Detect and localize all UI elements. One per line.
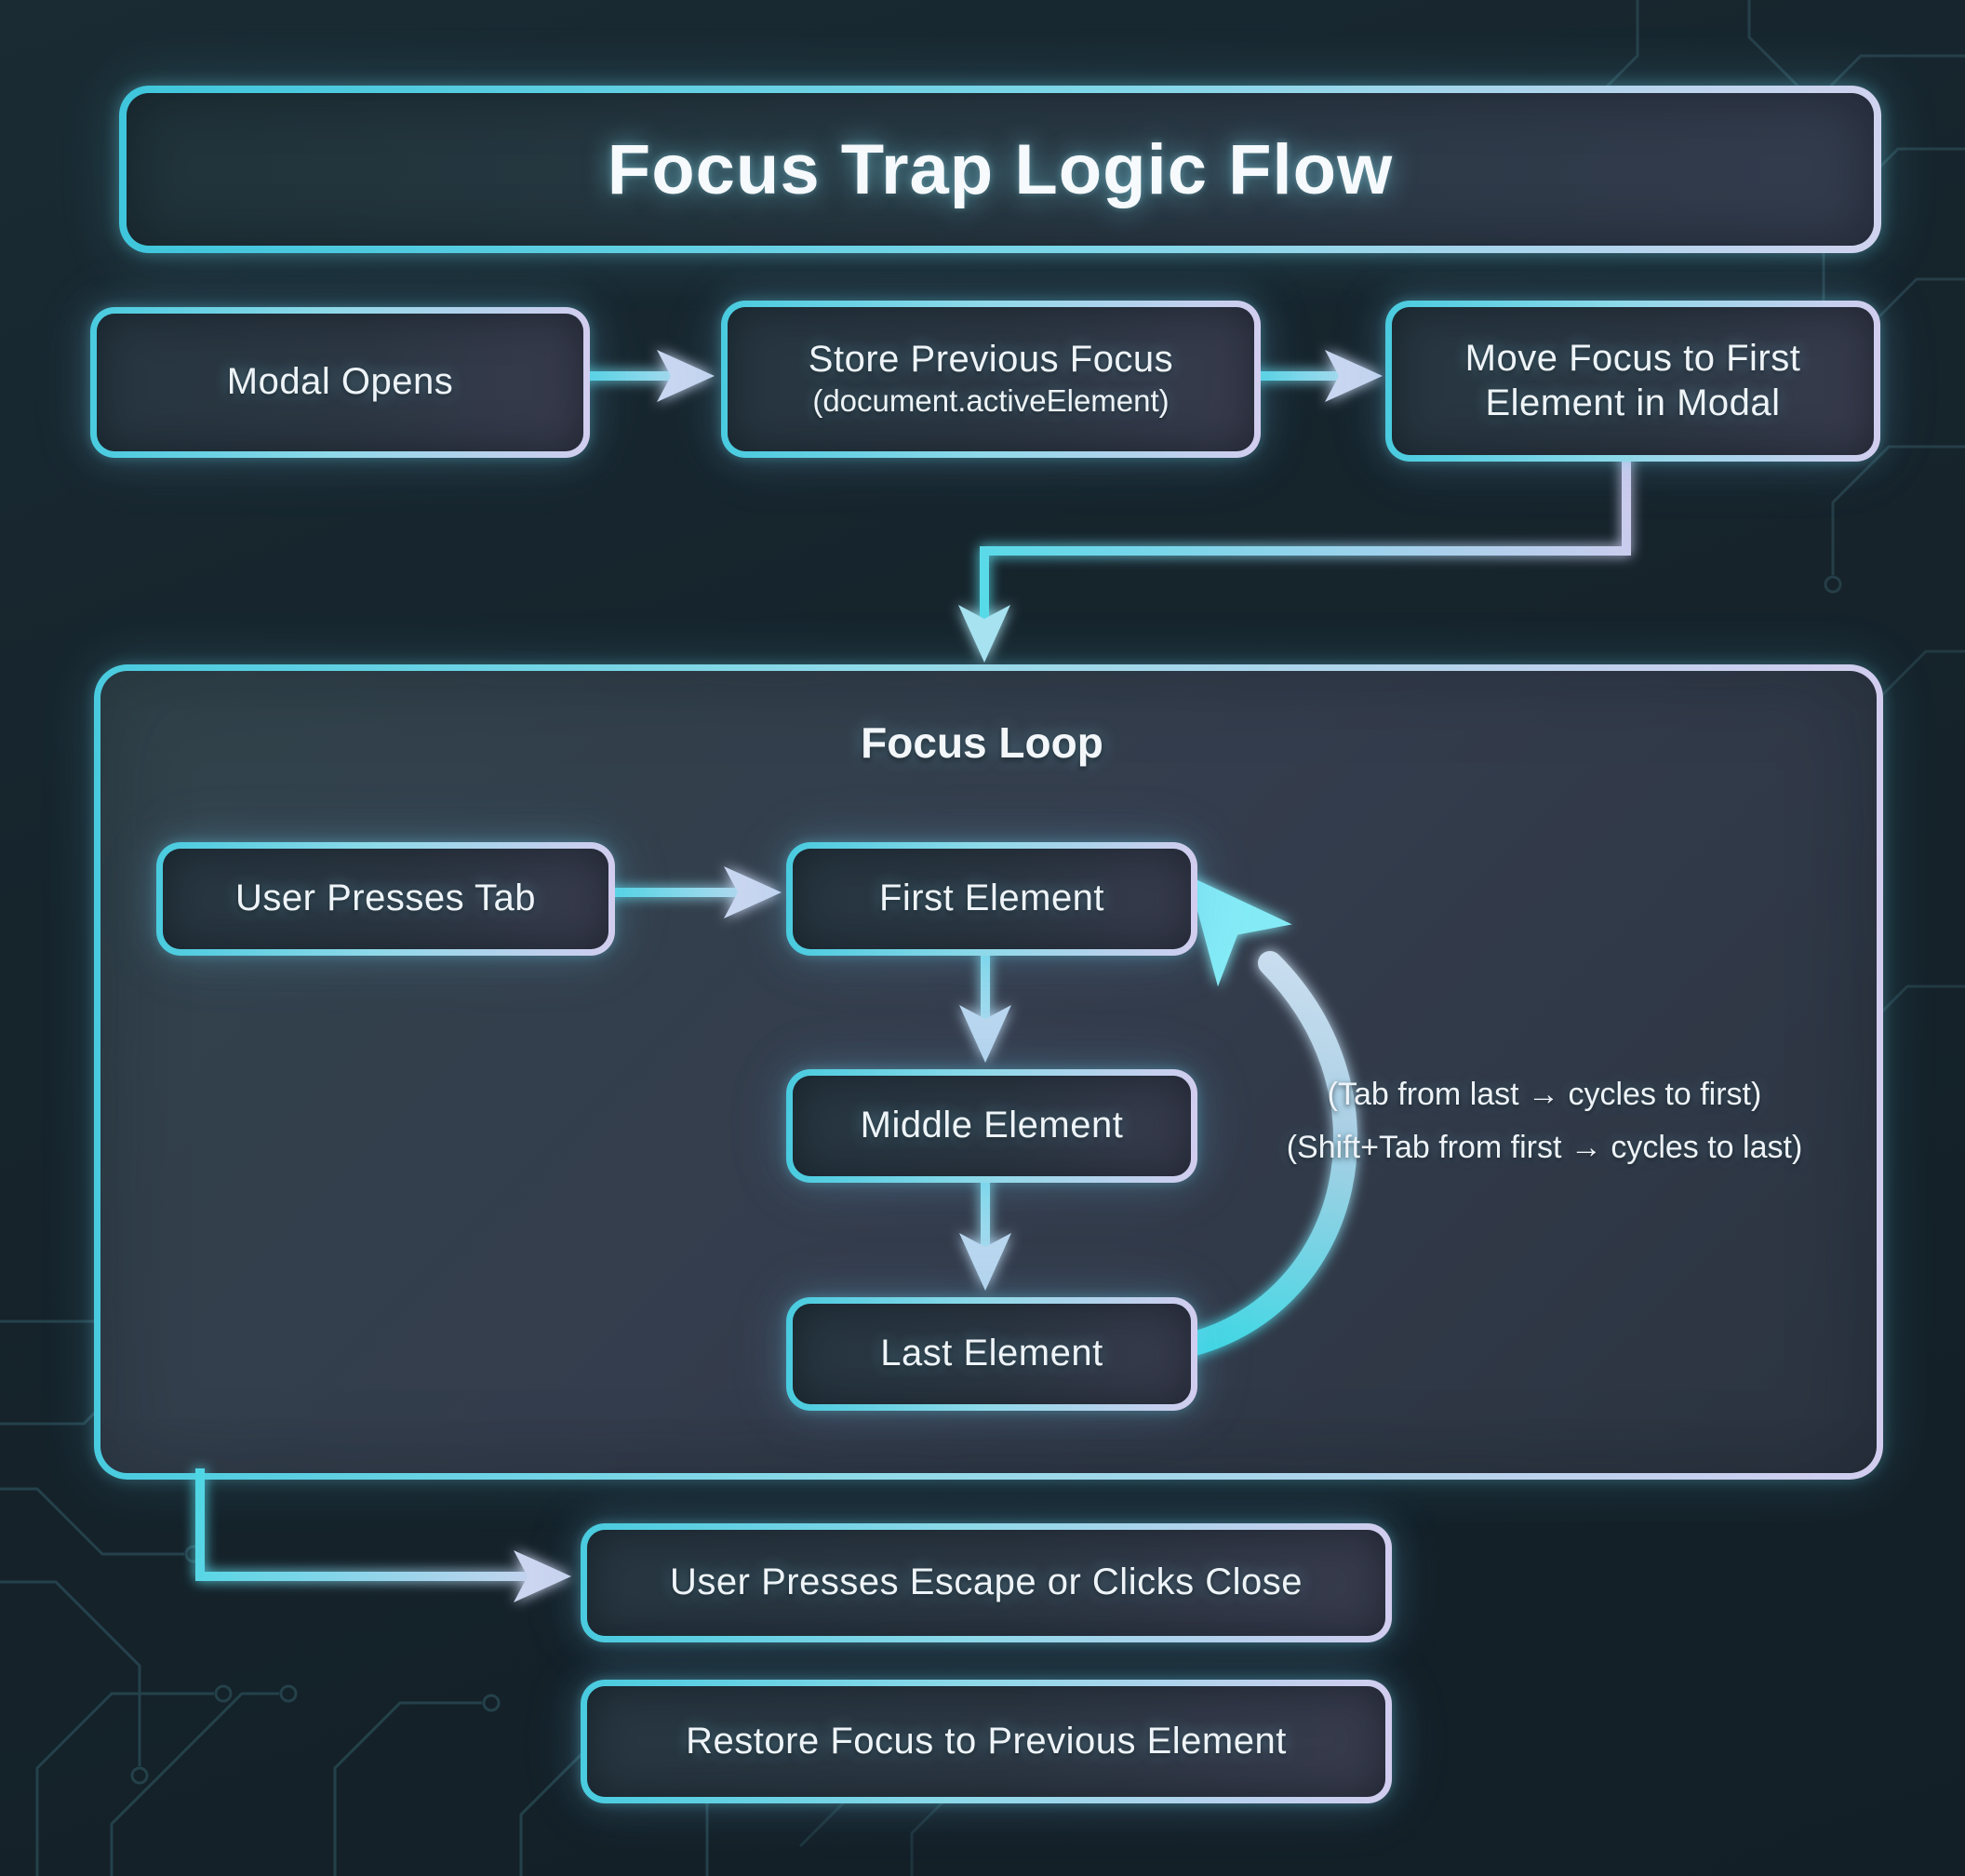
- node-label: First Element: [878, 878, 1105, 919]
- page-title: Focus Trap Logic Flow: [607, 129, 1394, 209]
- node-last-element: Last Element: [786, 1297, 1197, 1411]
- arrow-store-to-move: [1251, 350, 1383, 402]
- arrow-first-to-middle: [959, 946, 1011, 1063]
- arrow-loop-to-escape: [195, 1468, 571, 1602]
- focus-loop-title: Focus Loop: [861, 718, 1103, 767]
- arrow-move-to-focus-loop: [958, 449, 1631, 663]
- loop-annotation: (Tab from last → cycles to first) (Shift…: [1193, 1068, 1896, 1174]
- loop-annotation-line2: (Shift+Tab from first → cycles to last): [1286, 1130, 1803, 1166]
- arrow-tab-to-first: [606, 866, 782, 918]
- node-modal-opens: Modal Opens: [90, 307, 590, 458]
- loop-annotation-line1: (Tab from last → cycles to first): [1327, 1077, 1762, 1112]
- node-user-presses-tab: User Presses Tab: [156, 842, 615, 956]
- circuit-traces-bottom-left: [0, 1320, 716, 1876]
- node-sublabel: (document.activeElement): [812, 383, 1170, 419]
- arrow-middle-to-last: [959, 1173, 1011, 1291]
- node-first-element: First Element: [786, 842, 1197, 956]
- node-label: User Presses Escape or Clicks Close: [670, 1561, 1303, 1603]
- node-label: Restore Focus to Previous Element: [686, 1720, 1287, 1762]
- node-label: Store Previous Focus: [808, 339, 1174, 381]
- arrow-modal-to-store: [581, 350, 715, 402]
- node-label: Last Element: [880, 1333, 1103, 1374]
- node-restore-focus: Restore Focus to Previous Element: [581, 1680, 1392, 1803]
- node-user-presses-escape: User Presses Escape or Clicks Close: [581, 1523, 1392, 1642]
- node-label: Modal Opens: [226, 361, 454, 403]
- node-move-focus-first: Move Focus to First Element in Modal: [1385, 301, 1880, 462]
- node-store-previous-focus: Store Previous Focus (document.activeEle…: [721, 301, 1261, 458]
- node-label: User Presses Tab: [235, 878, 536, 919]
- loop-back-arrow: [1179, 875, 1357, 1357]
- node-label: Move Focus to First Element in Modal: [1464, 338, 1801, 423]
- title-box: Focus Trap Logic Flow: [119, 86, 1881, 253]
- node-label: Middle Element: [860, 1105, 1124, 1146]
- node-middle-element: Middle Element: [786, 1069, 1197, 1183]
